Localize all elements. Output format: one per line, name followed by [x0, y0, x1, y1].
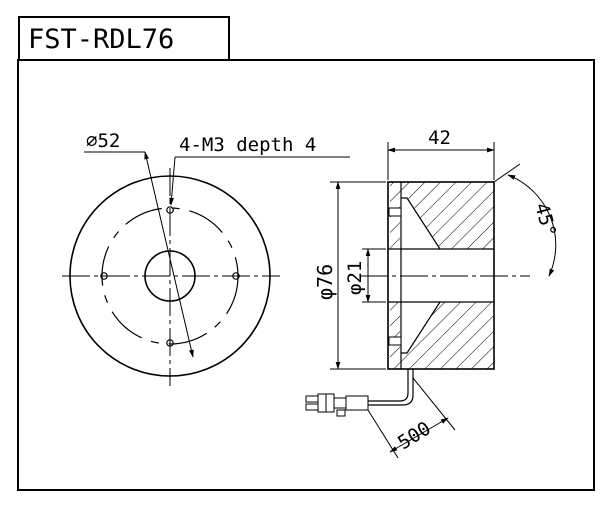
ext-500-a — [367, 409, 399, 459]
section-bottom-strip — [390, 302, 400, 361]
dim-42-label: 42 — [428, 127, 451, 149]
cable — [368, 369, 414, 406]
screw-hole-top — [388, 207, 402, 217]
side-view — [305, 142, 557, 459]
title-box: FST-RDL76 — [18, 16, 230, 61]
screw-hole-bottom — [388, 336, 402, 346]
section-lower — [390, 302, 494, 369]
connector — [305, 393, 369, 417]
angle-arc — [507, 174, 557, 277]
drawing-frame — [17, 59, 595, 491]
hole-left — [100, 272, 108, 280]
screw-leader — [169, 156, 176, 206]
lower-cone — [401, 301, 494, 354]
dim-500-label: 500 — [394, 417, 435, 454]
page-title: FST-RDL76 — [28, 24, 175, 55]
section-upper — [390, 182, 494, 249]
screw-label: 4-M3 depth 4 — [179, 134, 316, 156]
section-top-strip — [390, 190, 400, 249]
dim-500-line — [389, 417, 449, 453]
dia52-label: ⌀52 — [86, 130, 120, 152]
cable-inner — [368, 369, 409, 402]
dim-76-label: φ76 — [313, 264, 337, 300]
angle-ext-line — [493, 163, 521, 183]
hole-right — [232, 272, 240, 280]
dim-45-label: 45° — [530, 201, 560, 240]
front-view — [62, 151, 350, 386]
dim-21-label: φ21 — [344, 261, 366, 295]
upper-cone — [401, 197, 494, 250]
dia52-diagonal — [144, 151, 194, 358]
